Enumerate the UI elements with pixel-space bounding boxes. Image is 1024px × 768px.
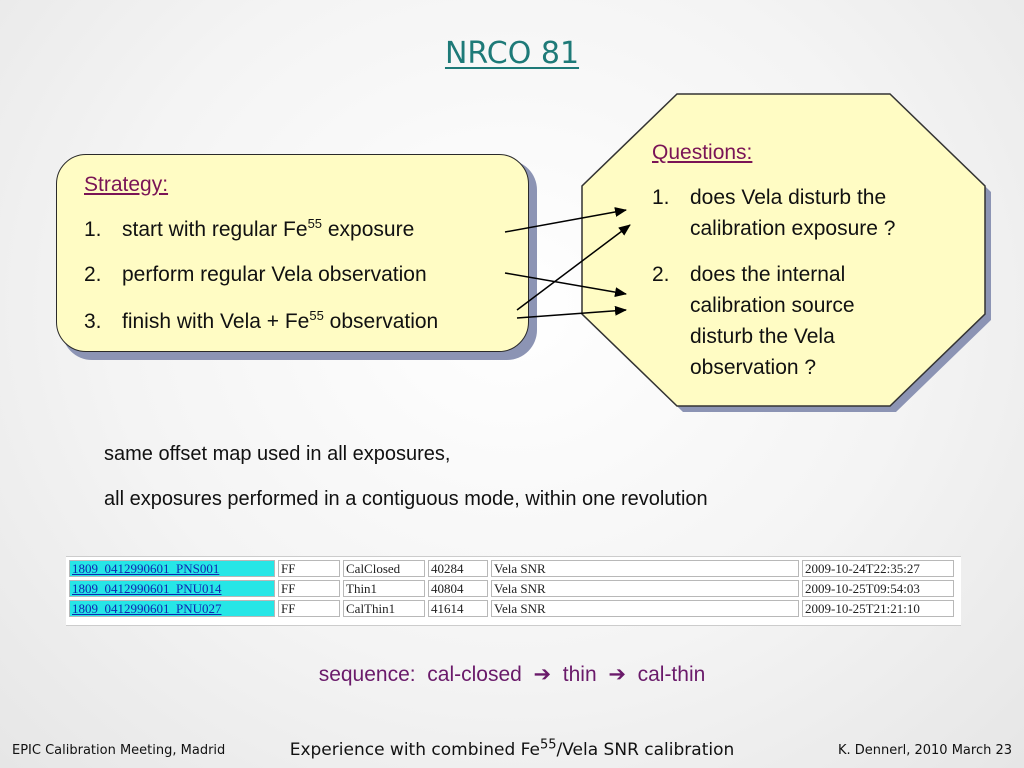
table-cell: 40804 — [428, 580, 488, 597]
table-cell: 2009-10-25T21:21:10 — [802, 600, 954, 617]
table-cell: 2009-10-25T09:54:03 — [802, 580, 954, 597]
arrow-1-to-q1 — [504, 207, 627, 233]
strategy-item-2-number: 2. — [84, 263, 102, 286]
obs-id-link[interactable]: 1809_0412990601_PNS001 — [69, 560, 275, 577]
strategy-item-2-text: perform regular Vela observation — [122, 263, 427, 286]
table-cell: Vela SNR — [491, 580, 799, 597]
observation-table: 1809_0412990601_PNS001 FF CalClosed 4028… — [66, 556, 961, 626]
question-1-number: 1. — [652, 186, 670, 209]
table-row: 1809_0412990601_PNU014 FF Thin1 40804 Ve… — [69, 580, 954, 597]
note-offset-map: same offset map used in all exposures, — [104, 443, 451, 465]
question-1-text: does Vela disturb the calibration exposu… — [690, 186, 896, 240]
table-cell: FF — [278, 600, 340, 617]
footer-meeting: EPIC Calibration Meeting, Madrid — [12, 743, 226, 758]
strategy-item-1-number: 1. — [84, 218, 102, 241]
footer-author-date: K. Dennerl, 2010 March 23 — [837, 743, 1012, 758]
arrow-2-to-q2 — [504, 272, 627, 298]
sequence-line: sequence: cal-closed ➔ thin ➔ cal-thin — [0, 662, 1024, 687]
table-cell: Vela SNR — [491, 600, 799, 617]
table-cell: 40284 — [428, 560, 488, 577]
strategy-item-3-text: finish with Vela + Fe55 observation — [122, 308, 439, 333]
table-cell: 2009-10-24T22:35:27 — [802, 560, 954, 577]
questions-heading: Questions: — [652, 141, 753, 164]
table-cell: CalClosed — [343, 560, 425, 577]
table-cell: 41614 — [428, 600, 488, 617]
table-cell: Vela SNR — [491, 560, 799, 577]
arrow-right-icon: ➔ — [608, 663, 626, 686]
question-2-text: does the internal calibration source dis… — [690, 263, 855, 379]
strategy-item-3-number: 3. — [84, 310, 102, 333]
arrow-3-to-q2 — [516, 305, 627, 319]
obs-id-link[interactable]: 1809_0412990601_PNU014 — [69, 580, 275, 597]
table-cell: FF — [278, 580, 340, 597]
strategy-item-1-text: start with regular Fe55 exposure — [122, 216, 415, 241]
table-row: 1809_0412990601_PNS001 FF CalClosed 4028… — [69, 560, 954, 577]
table-row: 1809_0412990601_PNU027 FF CalThin1 41614… — [69, 600, 954, 617]
sequence-label: sequence: cal-closed — [318, 663, 522, 686]
sequence-step-thin: thin — [562, 663, 597, 686]
table-cell: Thin1 — [343, 580, 425, 597]
table-cell: FF — [278, 560, 340, 577]
note-contiguous-mode: all exposures performed in a contiguous … — [104, 488, 708, 510]
table-cell: CalThin1 — [343, 600, 425, 617]
arrow-3-to-q1 — [516, 224, 631, 311]
question-2-number: 2. — [652, 263, 670, 286]
questions-octagon — [581, 93, 986, 407]
strategy-box — [56, 154, 529, 352]
strategy-heading: Strategy: — [84, 173, 169, 196]
sequence-step-cal-thin: cal-thin — [637, 663, 706, 686]
obs-id-link[interactable]: 1809_0412990601_PNU027 — [69, 600, 275, 617]
page-title: NRCO 81 — [444, 36, 580, 71]
arrow-right-icon: ➔ — [533, 663, 552, 686]
